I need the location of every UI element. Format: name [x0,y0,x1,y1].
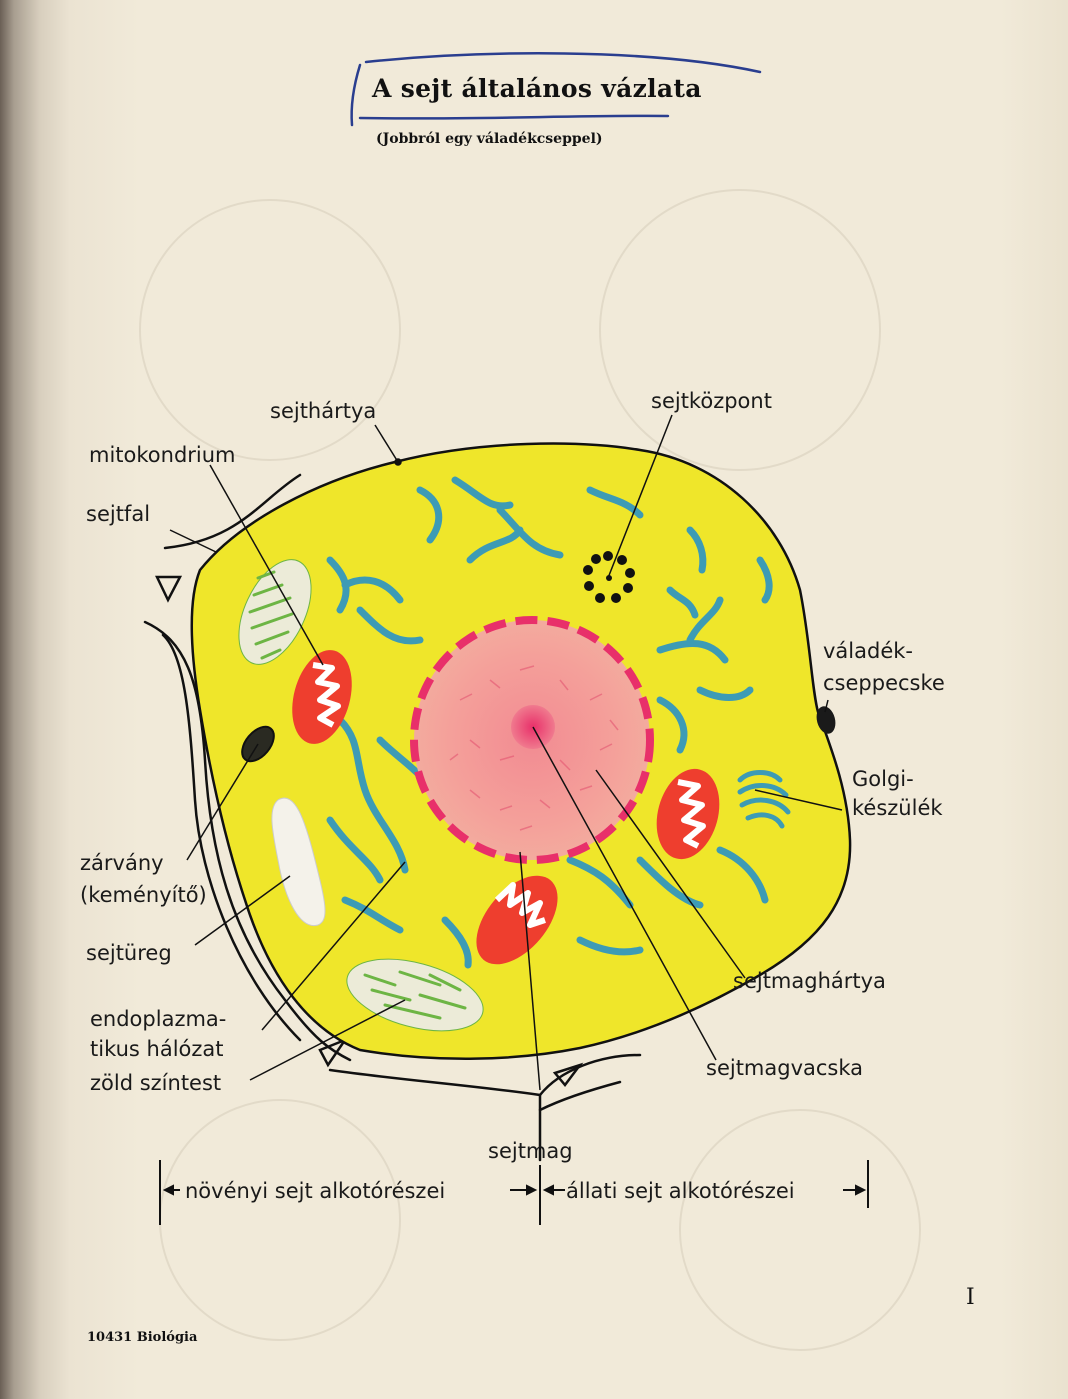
label-mitokondrium: mitokondrium [89,443,236,467]
label-sejtureg: sejtüreg [86,941,172,965]
label-zarvany-2: (keményítő) [80,883,207,907]
label-sejtfal: sejtfal [86,502,150,526]
label-endo-1: endoplazma- [90,1007,226,1031]
label-sejthartya: sejthártya [270,399,376,423]
title-ink-marks [352,53,760,125]
divider-plant-label: növényi sejt alkotórészei [185,1179,445,1203]
label-sejtmagvacska: sejtmagvacska [706,1056,863,1080]
nucleus [414,620,650,860]
page-footer: 10431 Biológia [87,1330,197,1345]
divider-animal-label: állati sejt alkotórészei [566,1179,795,1203]
label-zold-szintest: zöld színtest [90,1071,221,1095]
page-number: I [966,1285,975,1310]
label-sejtkozpont: sejtközpont [651,389,772,413]
label-golgi-2: készülék [852,796,943,820]
label-valadek-1: váladék- [823,639,913,663]
label-golgi-1: Golgi- [852,767,914,791]
label-valadek-2: cseppecske [823,671,945,695]
label-sejtmaghartya: sejtmaghártya [733,969,886,993]
label-zarvany-1: zárvány [80,851,164,875]
label-endo-2: tikus hálózat [90,1037,224,1061]
label-sejtmag: sejtmag [488,1139,573,1163]
